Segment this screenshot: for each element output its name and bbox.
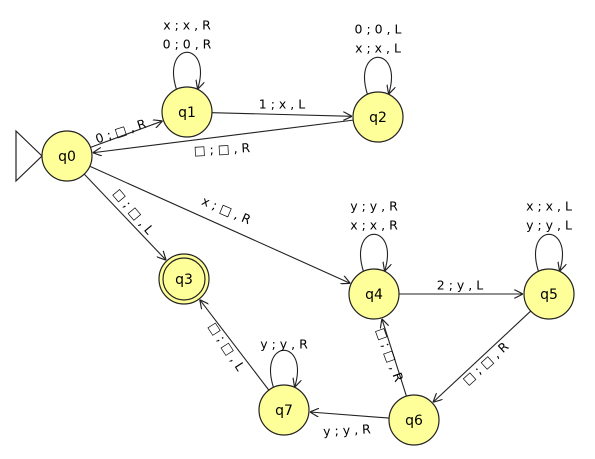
self-loop-arrow <box>360 234 388 271</box>
state-label: q1 <box>178 105 196 121</box>
transition-q6-q4 <box>382 319 407 397</box>
transition-arrow <box>382 319 407 397</box>
state-q7[interactable]: q7 <box>258 384 310 436</box>
transition-label: x ; x , R <box>350 218 398 233</box>
transition-q7-q7 <box>270 350 298 387</box>
transition-label: □ ; □ , L <box>206 319 248 373</box>
transition-q1-q1 <box>173 52 201 89</box>
state-circle <box>523 268 575 320</box>
transition-label: □ ; □ , R <box>373 326 406 384</box>
transition-label: y ; y , R <box>260 337 308 352</box>
state-label: q5 <box>540 287 558 303</box>
transition-label: x ; x , L <box>526 199 572 214</box>
state-q3[interactable]: q3 <box>158 253 210 305</box>
transition-q0-q4 <box>89 165 350 283</box>
transition-arrow <box>89 165 350 283</box>
accepting-ring <box>162 257 206 301</box>
state-q5[interactable]: q5 <box>523 268 575 320</box>
transition-label: y ; y , R <box>350 199 398 214</box>
transition-q0-q3 <box>83 173 166 260</box>
transition-arrow <box>310 412 390 419</box>
transition-q5-q5 <box>535 234 563 271</box>
transition-label: □ ; □ , R <box>193 140 250 158</box>
transition-arrow <box>90 121 162 148</box>
transition-q0-q1 <box>90 121 162 148</box>
state-circle <box>388 394 440 446</box>
state-label: q3 <box>175 272 193 288</box>
self-loop-arrow <box>270 350 298 387</box>
transition-arrow <box>93 119 354 153</box>
state-q0[interactable]: q0 <box>41 130 93 182</box>
transition-q7-q3 <box>200 300 270 391</box>
state-circle <box>352 91 404 143</box>
transition-arrow <box>211 113 352 117</box>
state-label: q7 <box>275 403 293 419</box>
state-circle <box>161 86 213 138</box>
state-circle <box>41 130 93 182</box>
transition-q6-q7 <box>310 412 390 419</box>
transition-arrow <box>433 310 532 402</box>
transition-label: x ; □ , R <box>200 193 254 227</box>
transition-q2-q2 <box>364 57 392 94</box>
state-q4[interactable]: q4 <box>348 268 400 320</box>
state-circle <box>258 384 310 436</box>
state-q6[interactable]: q6 <box>388 394 440 446</box>
transition-label: □ ; □ , R <box>459 339 511 388</box>
transition-label: 0 ; 0 , R <box>163 37 212 52</box>
state-label: q2 <box>369 110 387 126</box>
state-label: q6 <box>405 413 423 429</box>
self-loop-arrow <box>173 52 201 89</box>
state-label: q0 <box>58 149 76 165</box>
transition-label: 0 ; 0 , L <box>355 22 402 37</box>
transition-label: x ; x , L <box>355 41 401 56</box>
state-circle <box>348 268 400 320</box>
self-loop-arrow <box>535 234 563 271</box>
transition-label: 1 ; x , L <box>259 97 305 112</box>
transition-arrow <box>83 173 166 260</box>
transition-label: x ; x , R <box>163 18 211 33</box>
state-q2[interactable]: q2 <box>352 91 404 143</box>
transition-label: 0 ; □ , R <box>93 116 148 147</box>
transition-q1-q2 <box>211 113 352 117</box>
state-label: q4 <box>365 287 383 303</box>
initial-state-marker <box>15 129 43 183</box>
transition-q4-q4 <box>360 234 388 271</box>
transition-label: y ; y , L <box>526 218 572 233</box>
transition-label: y ; y , R <box>323 421 372 438</box>
self-loop-arrow <box>364 57 392 94</box>
transition-label: 2 ; y , L <box>437 278 483 293</box>
state-q1[interactable]: q1 <box>161 86 213 138</box>
transition-arrow <box>200 300 270 391</box>
transition-q2-q0 <box>93 119 354 153</box>
transition-q5-q6 <box>433 310 532 402</box>
